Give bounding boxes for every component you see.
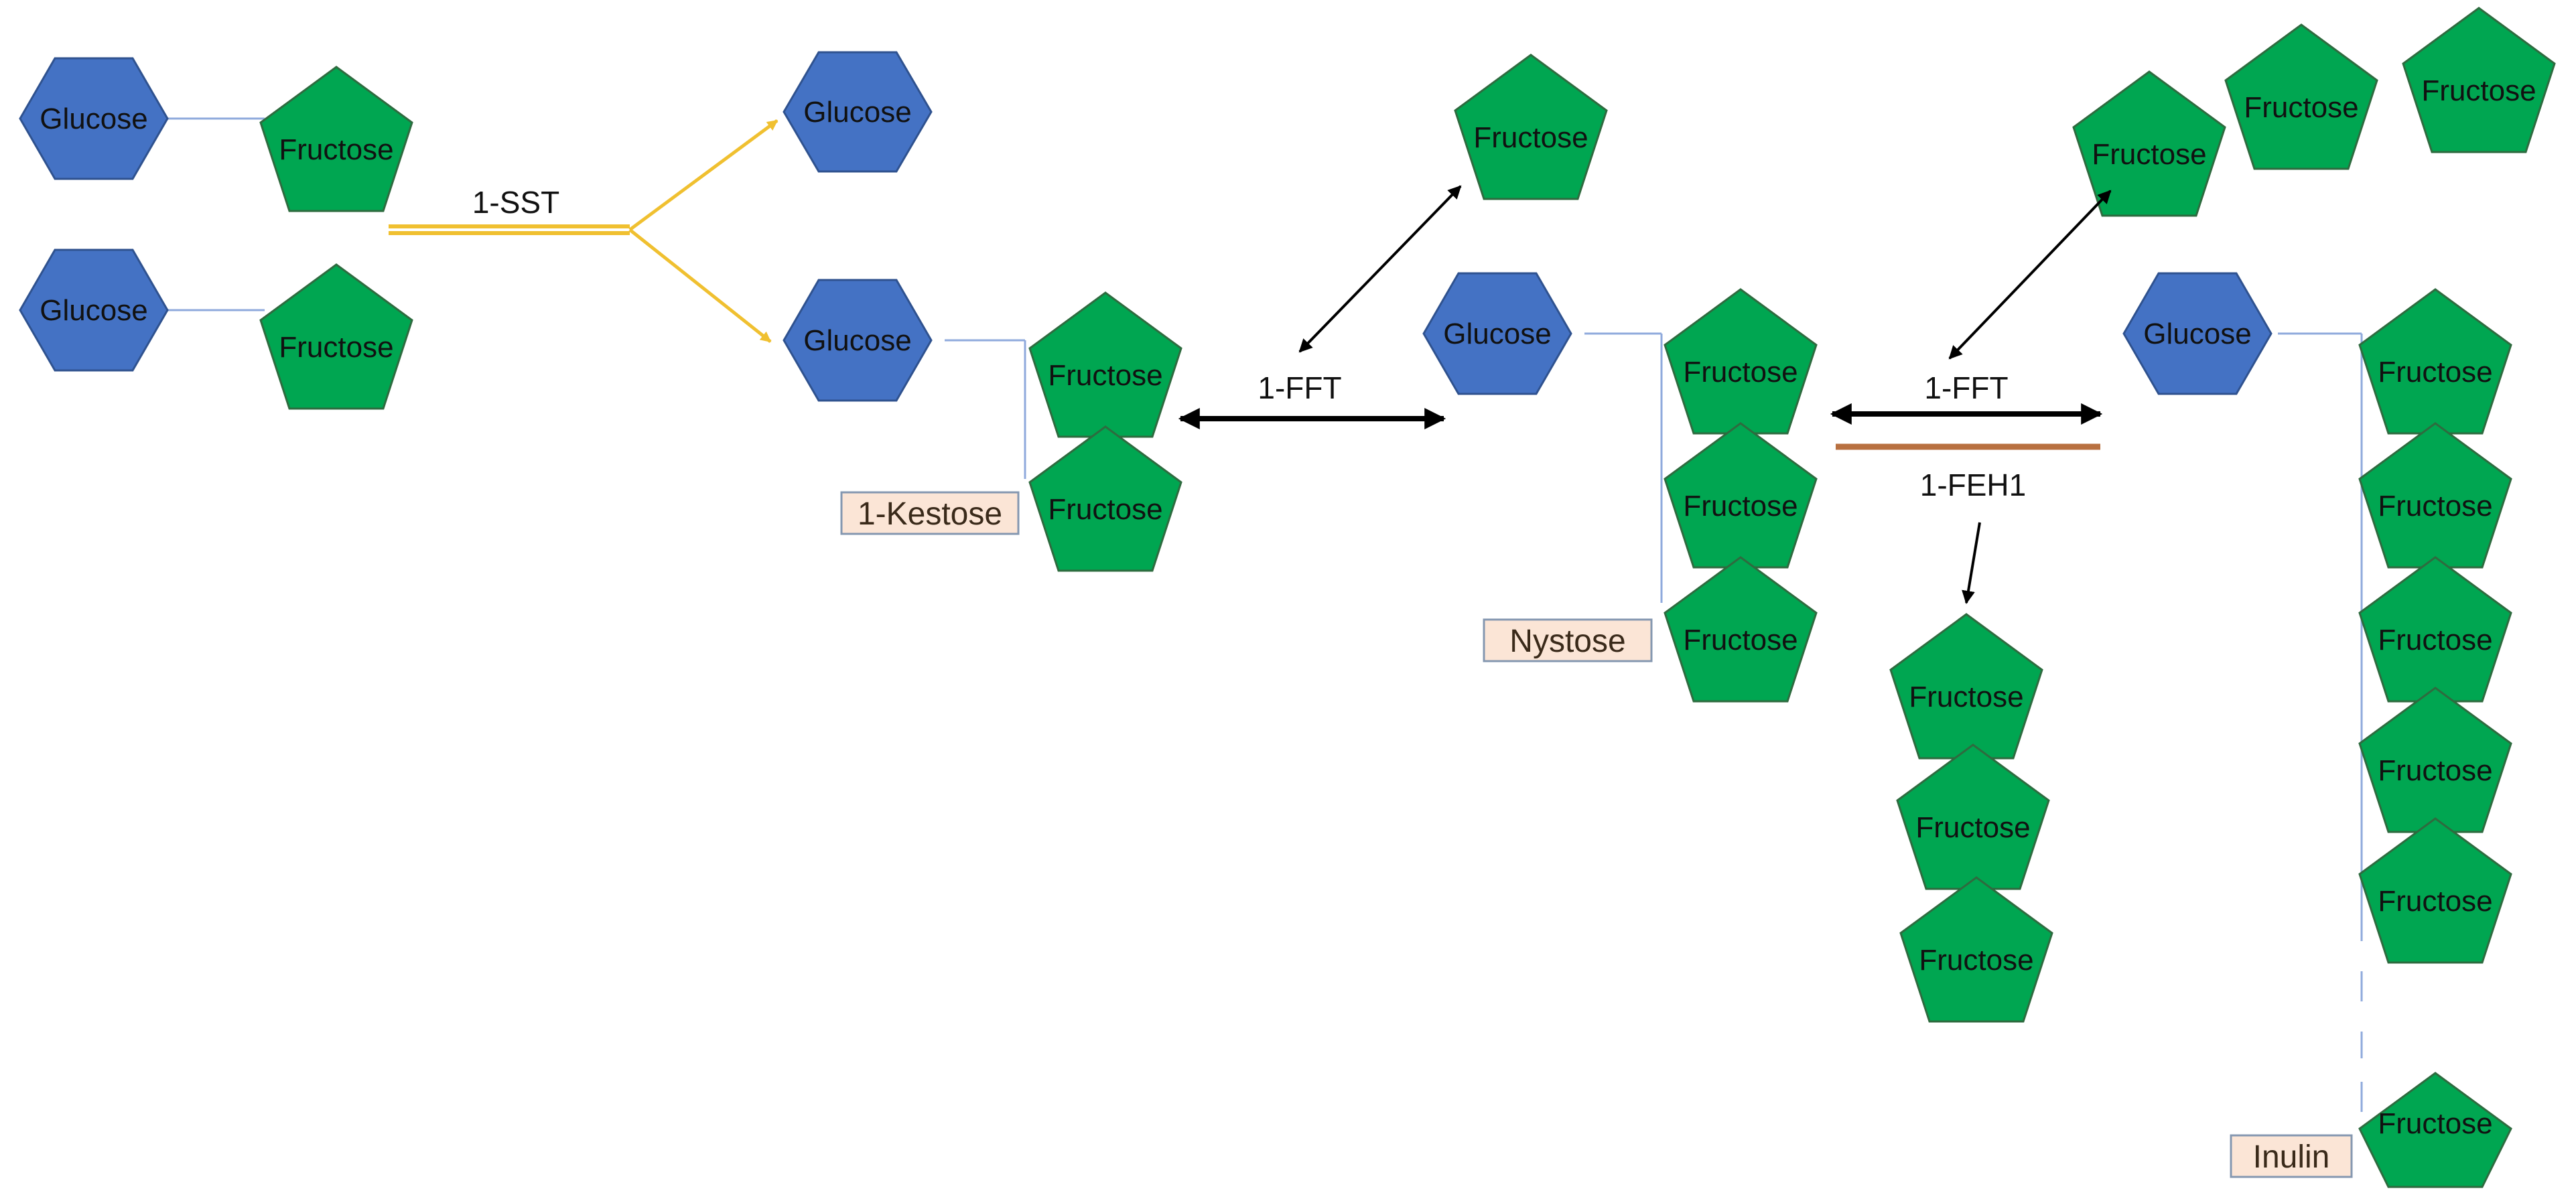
fructose-shape [1028,425,1182,572]
fructose-label: Fructose [2244,91,2358,124]
fructose-pentagon: Fructose [259,263,413,410]
fructose-pentagon: Fructose [2358,817,2512,964]
fructose-pentagon: Fructose [1664,288,1818,435]
fructose-label: Fructose [279,133,393,166]
glucose-hexagon: Glucose [1422,272,1572,395]
glucose-label: Glucose [803,96,911,129]
glucose-shape [783,51,933,173]
glucose-shape [19,57,169,180]
fructose-pentagon: Fructose [1899,876,2053,1023]
fructose-units: Fructose Fructose Fructose Fructose Fruc… [259,7,2556,1188]
glucose-shape [2122,272,2273,395]
glucose-shape [19,249,169,372]
fructose-label: Fructose [1473,121,1588,154]
fructose-label: Fructose [1683,490,1798,522]
fructose-pentagon: Fructose [1664,556,1818,703]
fructose-label: Fructose [1683,356,1798,389]
product-label-inulin: Inulin [2230,1134,2353,1178]
feh-release-arrow [1962,522,1981,604]
fructose-label: Fructose [1919,944,2033,977]
fructose-pentagon: Fructose [2358,687,2512,833]
glucose-hexagon: Glucose [19,57,169,180]
product-label-box [840,491,1020,535]
fructose-pentagon: Fructose [2358,1072,2512,1188]
fructose-pentagon: Fructose [259,66,413,212]
fructose-label: Fructose [2421,74,2536,107]
fructose-label: Fructose [1048,493,1162,526]
fructose-shape [1454,54,1608,200]
glucose-label: Glucose [40,102,147,135]
feh-enzyme-label: 1-FEH1 [1920,468,2026,502]
fructose-label: Fructose [2092,138,2206,171]
fructose-shape [1899,876,2053,1023]
fft-1-fructose-arrow [1298,185,1462,353]
glucose-label: Glucose [40,294,147,327]
product-label-kestose: 1-Kestose [840,491,1020,535]
fructose-label: Fructose [1683,624,1798,656]
fructose-shape [2402,7,2556,153]
fructose-label: Fructose [1048,359,1162,392]
fft-2-fructose-arrow [1948,190,2112,360]
sst-enzyme-label: 1-SST [472,185,559,220]
fructose-pentagon: Fructose [2358,288,2512,435]
glucose-label: Glucose [1443,318,1551,350]
product-label-nystose: Nystose [1483,618,1653,662]
glucose-hexagon: Glucose [19,249,169,372]
fft-reaction-1: 1-FFT [1178,185,1462,429]
fructose-pentagon: Fructose [1889,613,2043,760]
product-label-box [1483,618,1653,662]
sst-reaction: 1-SST [389,119,778,343]
fructose-pentagon: Fructose [1454,54,1608,200]
fructose-label: Fructose [2378,624,2492,656]
fructose-label: Fructose [1909,681,2023,713]
fructose-pentagon: Fructose [1896,744,2050,890]
fructose-shape [259,263,413,410]
product-label-box [2230,1134,2353,1178]
fructose-shape [259,66,413,212]
fructose-label: Fructose [2378,490,2492,522]
fructose-shape [2358,817,2512,964]
product-label-text: Inulin [2253,1139,2330,1175]
fructose-pentagon: Fructose [2402,7,2556,153]
glucose-label: Glucose [2143,318,2251,350]
fft-reaction-2: 1-FFT 1-FEH1 [1830,190,2112,604]
glucose-label: Glucose [803,324,911,357]
fructose-label: Fructose [2378,754,2492,787]
fructose-pentagon: Fructose [2072,70,2226,217]
sst-arrow-to-kestose [628,228,772,343]
bonds [167,117,2363,1112]
fructose-label: Fructose [2378,356,2492,389]
fructose-label: Fructose [2378,1107,2492,1140]
fft-2-enzyme-label: 1-FFT [1924,370,2008,405]
product-label-text: Nystose [1509,624,1625,659]
product-label-text: 1-Kestose [858,496,1002,532]
glucose-hexagon: Glucose [783,51,933,173]
fructose-shape [2358,1072,2512,1188]
fructose-pentagon: Fructose [1028,425,1182,572]
fructose-shape [2224,23,2378,170]
fructose-pentagon: Fructose [2358,422,2512,569]
fructose-shape [2072,70,2226,217]
fructose-label: Fructose [1915,811,2030,844]
glucose-shape [783,279,933,402]
glucose-hexagon: Glucose [783,279,933,402]
fructose-pentagon: Fructose [1028,291,1182,438]
fructose-pentagon: Fructose [2358,556,2512,703]
fft-1-enzyme-label: 1-FFT [1258,370,1341,405]
glucose-hexagon: Glucose [2122,272,2273,395]
fructose-label: Fructose [279,331,393,364]
sst-arrow-to-glucose [628,119,778,232]
fructose-label: Fructose [2378,885,2492,918]
glucose-units: Glucose Glucose Glucose Glucose Glucose … [19,51,2273,402]
fructose-pentagon: Fructose [2224,23,2378,170]
fructose-shape [1664,556,1818,703]
fructose-pentagon: Fructose [1664,422,1818,569]
